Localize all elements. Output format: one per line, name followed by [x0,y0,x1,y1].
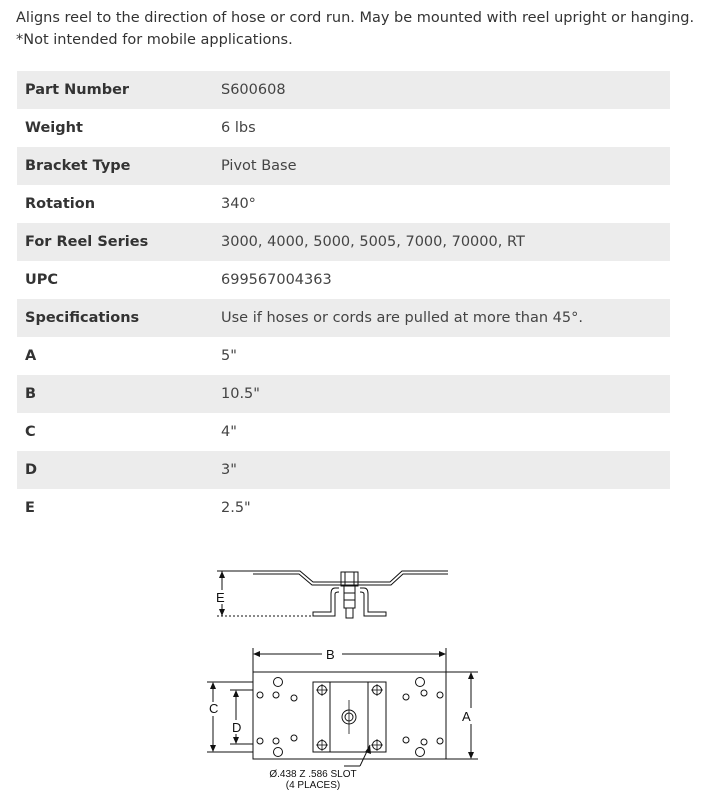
spec-row-d: D 3" [17,451,670,489]
bracket-side-view [217,570,448,619]
bracket-top-view [207,648,478,767]
spec-row-c: C 4" [17,413,670,451]
spec-label: Bracket Type [17,147,221,185]
spec-label: C [25,424,36,440]
spec-label: Part Number [17,71,221,109]
mounting-holes [256,677,444,757]
spec-value: 2.5" [221,500,251,516]
spec-value: 340° [221,196,256,212]
spec-label: For Reel Series [17,223,221,261]
slot-note: Ø.438 Z .586 SLOT [269,769,356,780]
description-line: Aligns reel to the direction of hose or … [16,10,695,26]
spec-value: 10.5" [221,375,670,413]
slot-note-count: (4 PLACES) [286,780,340,791]
spec-label: D [17,451,221,489]
spec-row-reel-series: For Reel Series 3000, 4000, 5000, 5005, … [17,223,670,261]
dimension-label-e: E [216,590,225,605]
spec-label: B [17,375,221,413]
spec-value: 6 lbs [221,120,256,136]
spec-label: UPC [25,272,59,288]
dimension-label-d: D [232,720,241,735]
dimension-label-b: B [326,647,335,662]
spec-row-b: B 10.5" [17,375,670,413]
spec-value: 699567004363 [221,272,332,288]
spec-label: E [25,500,35,516]
spec-row-upc: UPC 699567004363 [17,261,670,299]
spec-value: 3000, 4000, 5000, 5005, 7000, 70000, RT [221,223,670,261]
dimension-label-a: A [462,709,471,724]
spec-row-e: E 2.5" [17,489,670,527]
spec-label: Weight [25,120,83,136]
spec-value: Pivot Base [221,147,670,185]
bracket-dimension-drawing: E B A C D Ø.438 Z .586 SLOT (4 PLACES) [207,570,478,791]
spec-row-bracket-type: Bracket Type Pivot Base [17,147,670,185]
product-description: Aligns reel to the direction of hose or … [16,7,706,51]
spec-value: 5" [221,348,237,364]
spec-label: Rotation [25,196,96,212]
spec-value: S600608 [221,71,670,109]
spec-row-specifications: Specifications Use if hoses or cords are… [17,299,670,337]
spec-row-rotation: Rotation 340° [17,185,670,223]
spec-value: Use if hoses or cords are pulled at more… [221,299,670,337]
spec-row-part-number: Part Number S600608 [17,71,670,109]
mobile-disclaimer: *Not intended for mobile applications. [16,32,293,48]
spec-value: 4" [221,424,237,440]
spec-row-a: A 5" [17,337,670,375]
dimension-label-c: C [209,701,218,716]
spec-value: 3" [221,451,670,489]
spec-table: Part Number S600608 Weight 6 lbs Bracket… [17,71,670,527]
spec-label: A [25,348,37,364]
spec-label: Specifications [17,299,221,337]
spec-row-weight: Weight 6 lbs [17,109,670,147]
